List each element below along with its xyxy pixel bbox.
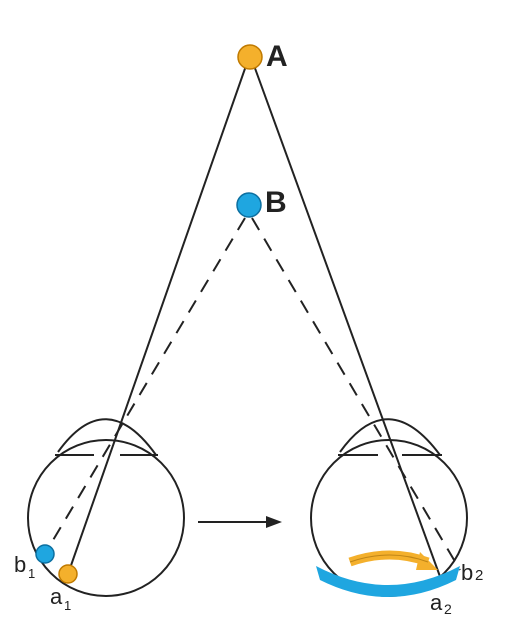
label-b1-sub: 1: [28, 566, 35, 581]
point-a-label: A: [266, 40, 288, 73]
right-eye-cornea: [339, 418, 441, 456]
label-b2: b: [461, 560, 473, 585]
left-eye-globe: [27, 439, 185, 597]
retina-band-blue: [316, 566, 460, 597]
orange-arrowhead-icon: [416, 552, 438, 570]
left-eye-cornea: [57, 418, 157, 456]
ray-b-left: [45, 217, 246, 553]
orange-arrow-outline: [349, 554, 429, 563]
ray-b-right: [251, 217, 461, 571]
label-a1: a: [50, 584, 63, 609]
label-a1-sub: 1: [64, 598, 71, 613]
label-b2-sub: 2: [475, 567, 483, 584]
point-b-label: B: [265, 186, 287, 219]
point-a-dot: [237, 44, 263, 70]
point-b1-dot: [35, 544, 55, 564]
label-b1: b: [14, 552, 26, 577]
right-eye: [310, 418, 468, 597]
label-a2-sub: 2: [444, 601, 452, 617]
point-a1-dot: [58, 564, 78, 584]
ray-a-left: [67, 59, 249, 575]
point-b-dot: [236, 192, 262, 218]
arrow-right-icon: [198, 516, 282, 528]
ray-a-right: [251, 59, 443, 583]
label-a2: a: [430, 590, 443, 615]
right-eye-globe: [310, 439, 468, 597]
left-eye: [27, 418, 185, 597]
